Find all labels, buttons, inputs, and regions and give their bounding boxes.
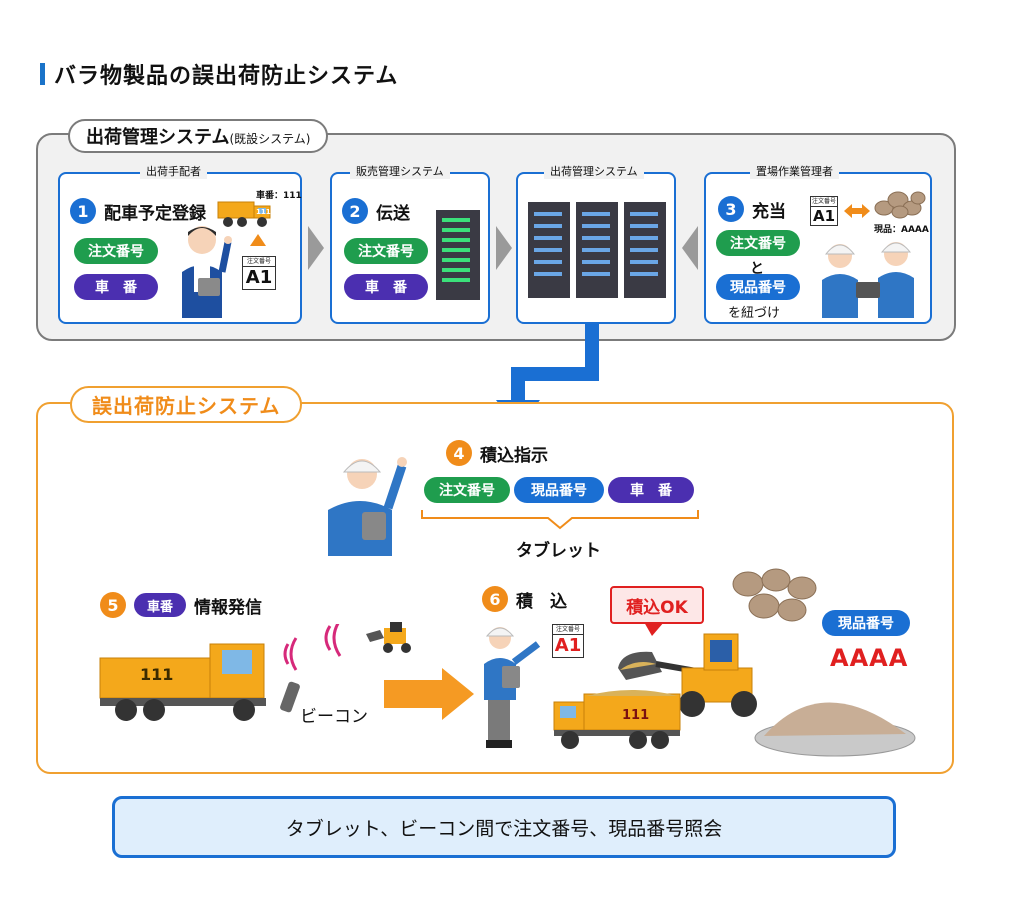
small-wheel-loader-icon — [366, 622, 411, 653]
loader-operator-person-icon — [484, 627, 541, 748]
step2-heading: 2 伝送 — [342, 198, 410, 224]
order-number-pill: 注文番号 — [716, 230, 800, 256]
truck-plate: 111 — [140, 665, 174, 684]
loading-ok-callout: 積込OK — [610, 586, 704, 624]
truck-label: 車番：111 — [256, 191, 302, 201]
shipment-system-box — [516, 172, 676, 324]
step5-heading-text: 情報発信 — [194, 597, 262, 618]
link-text: を紐づけ — [728, 306, 781, 321]
step2-caption: 販売管理システム — [350, 163, 450, 179]
step3-box: 3 充当 注文番号 と 現品番号 を紐づけ 注文番号 A1 現品：AAAA — [704, 172, 932, 324]
instructor-person-icon — [328, 457, 407, 556]
stone-label: 現品：AAAA — [874, 225, 929, 235]
step6-heading: 6 積 込 — [482, 586, 567, 612]
stones-icon — [874, 191, 926, 219]
title-accent-bar — [40, 63, 45, 85]
existing-system-label: 出荷管理システム(既設システム) — [68, 119, 329, 153]
flow-chevron-3 — [682, 226, 698, 270]
bracket-icon — [421, 510, 699, 530]
step1-box: 1 配車予定登録 注文番号 車 番 車番：111 111 注文番号 A1 — [58, 172, 302, 324]
order-tag: 注文番号 A1 — [242, 256, 276, 290]
step2-heading-text: 伝送 — [376, 203, 410, 224]
gravel-pile-icon — [754, 702, 916, 757]
yard-workers-icon — [822, 242, 914, 318]
step3-number: 3 — [718, 196, 744, 222]
summary-banner: タブレット、ビーコン間で注文番号、現品番号照会 — [112, 796, 896, 858]
tablet-label: タブレット — [516, 541, 601, 561]
page-title-text: バラ物製品の誤出荷防止システム — [54, 64, 399, 89]
step1-number: 1 — [70, 198, 96, 224]
order-number-pill: 注文番号 — [424, 477, 510, 503]
step5-number: 5 — [100, 592, 126, 618]
truck-number-pill: 車 番 — [344, 274, 428, 300]
order-tag: 注文番号 A1 — [552, 624, 584, 658]
small-dump-truck-icon — [553, 690, 681, 749]
stock-number-pill: 現品番号 — [514, 477, 604, 503]
beacon-signal-icon — [280, 624, 342, 713]
order-number-pill: 注文番号 — [74, 238, 158, 264]
step6-number: 6 — [482, 586, 508, 612]
step3-heading-text: 充当 — [752, 201, 786, 222]
up-arrow-icon — [250, 234, 266, 246]
flow-chevron-1 — [308, 226, 324, 270]
existing-system-label-sub: (既設システム) — [229, 132, 311, 146]
stones-icon — [732, 568, 817, 622]
step3-caption: 置場作業管理者 — [750, 163, 839, 179]
order-number-pill: 注文番号 — [344, 238, 428, 264]
step3-heading: 3 充当 — [718, 196, 786, 222]
step2-box: 2 伝送 注文番号 車 番 — [330, 172, 490, 324]
step5-heading: 5 車番 情報発信 — [100, 592, 262, 618]
truck-plate: 111 — [622, 708, 650, 723]
dispatcher-person-icon — [182, 226, 232, 318]
flow-chevron-2 — [496, 226, 512, 270]
step2-number: 2 — [342, 198, 368, 224]
step1-heading-text: 配車予定登録 — [104, 203, 206, 224]
stock-number-pill: 現品番号 — [716, 274, 800, 300]
server-rack-icon — [528, 202, 666, 298]
callout-tail-icon — [644, 622, 664, 636]
order-tag-code: A1 — [245, 267, 273, 288]
large-dump-truck-icon — [99, 643, 266, 721]
truck-number-pill: 車番 — [134, 593, 186, 617]
order-tag: 注文番号 A1 — [810, 196, 838, 226]
order-tag-code: A1 — [812, 207, 836, 225]
step4-heading-text: 積込指示 — [480, 445, 548, 466]
summary-banner-text: タブレット、ビーコン間で注文番号、現品番号照会 — [285, 817, 723, 840]
stock-number-pill: 現品番号 — [822, 610, 910, 636]
truck-plate: 111 — [256, 208, 271, 216]
dump-truck-icon — [217, 201, 271, 227]
order-tag-code: A1 — [554, 635, 582, 656]
truck-number-pill: 車 番 — [608, 477, 694, 503]
shipment-system-caption: 出荷管理システム — [544, 163, 644, 179]
step1-caption: 出荷手配者 — [140, 163, 207, 179]
beacon-label: ビーコン — [300, 707, 368, 727]
step4-number: 4 — [446, 440, 472, 466]
step1-heading: 1 配車予定登録 — [70, 198, 206, 224]
order-tag-label: 注文番号 — [243, 257, 275, 267]
error-prevention-label: 誤出荷防止システム — [70, 386, 303, 423]
process-arrow-icon — [384, 668, 474, 720]
double-arrow-icon — [844, 204, 870, 218]
server-icon — [436, 210, 480, 300]
stock-code: AAAA — [830, 644, 909, 672]
order-tag-label: 注文番号 — [553, 625, 583, 635]
and-text: と — [750, 261, 764, 277]
step6-heading-text: 積 込 — [516, 591, 567, 612]
wheel-loader-icon — [618, 633, 757, 717]
step4-heading: 4 積込指示 — [446, 440, 548, 466]
truck-number-pill: 車 番 — [74, 274, 158, 300]
existing-system-label-main: 出荷管理システム — [86, 127, 230, 148]
order-tag-label: 注文番号 — [811, 198, 837, 207]
page-title: バラ物製品の誤出荷防止システム — [40, 58, 398, 90]
